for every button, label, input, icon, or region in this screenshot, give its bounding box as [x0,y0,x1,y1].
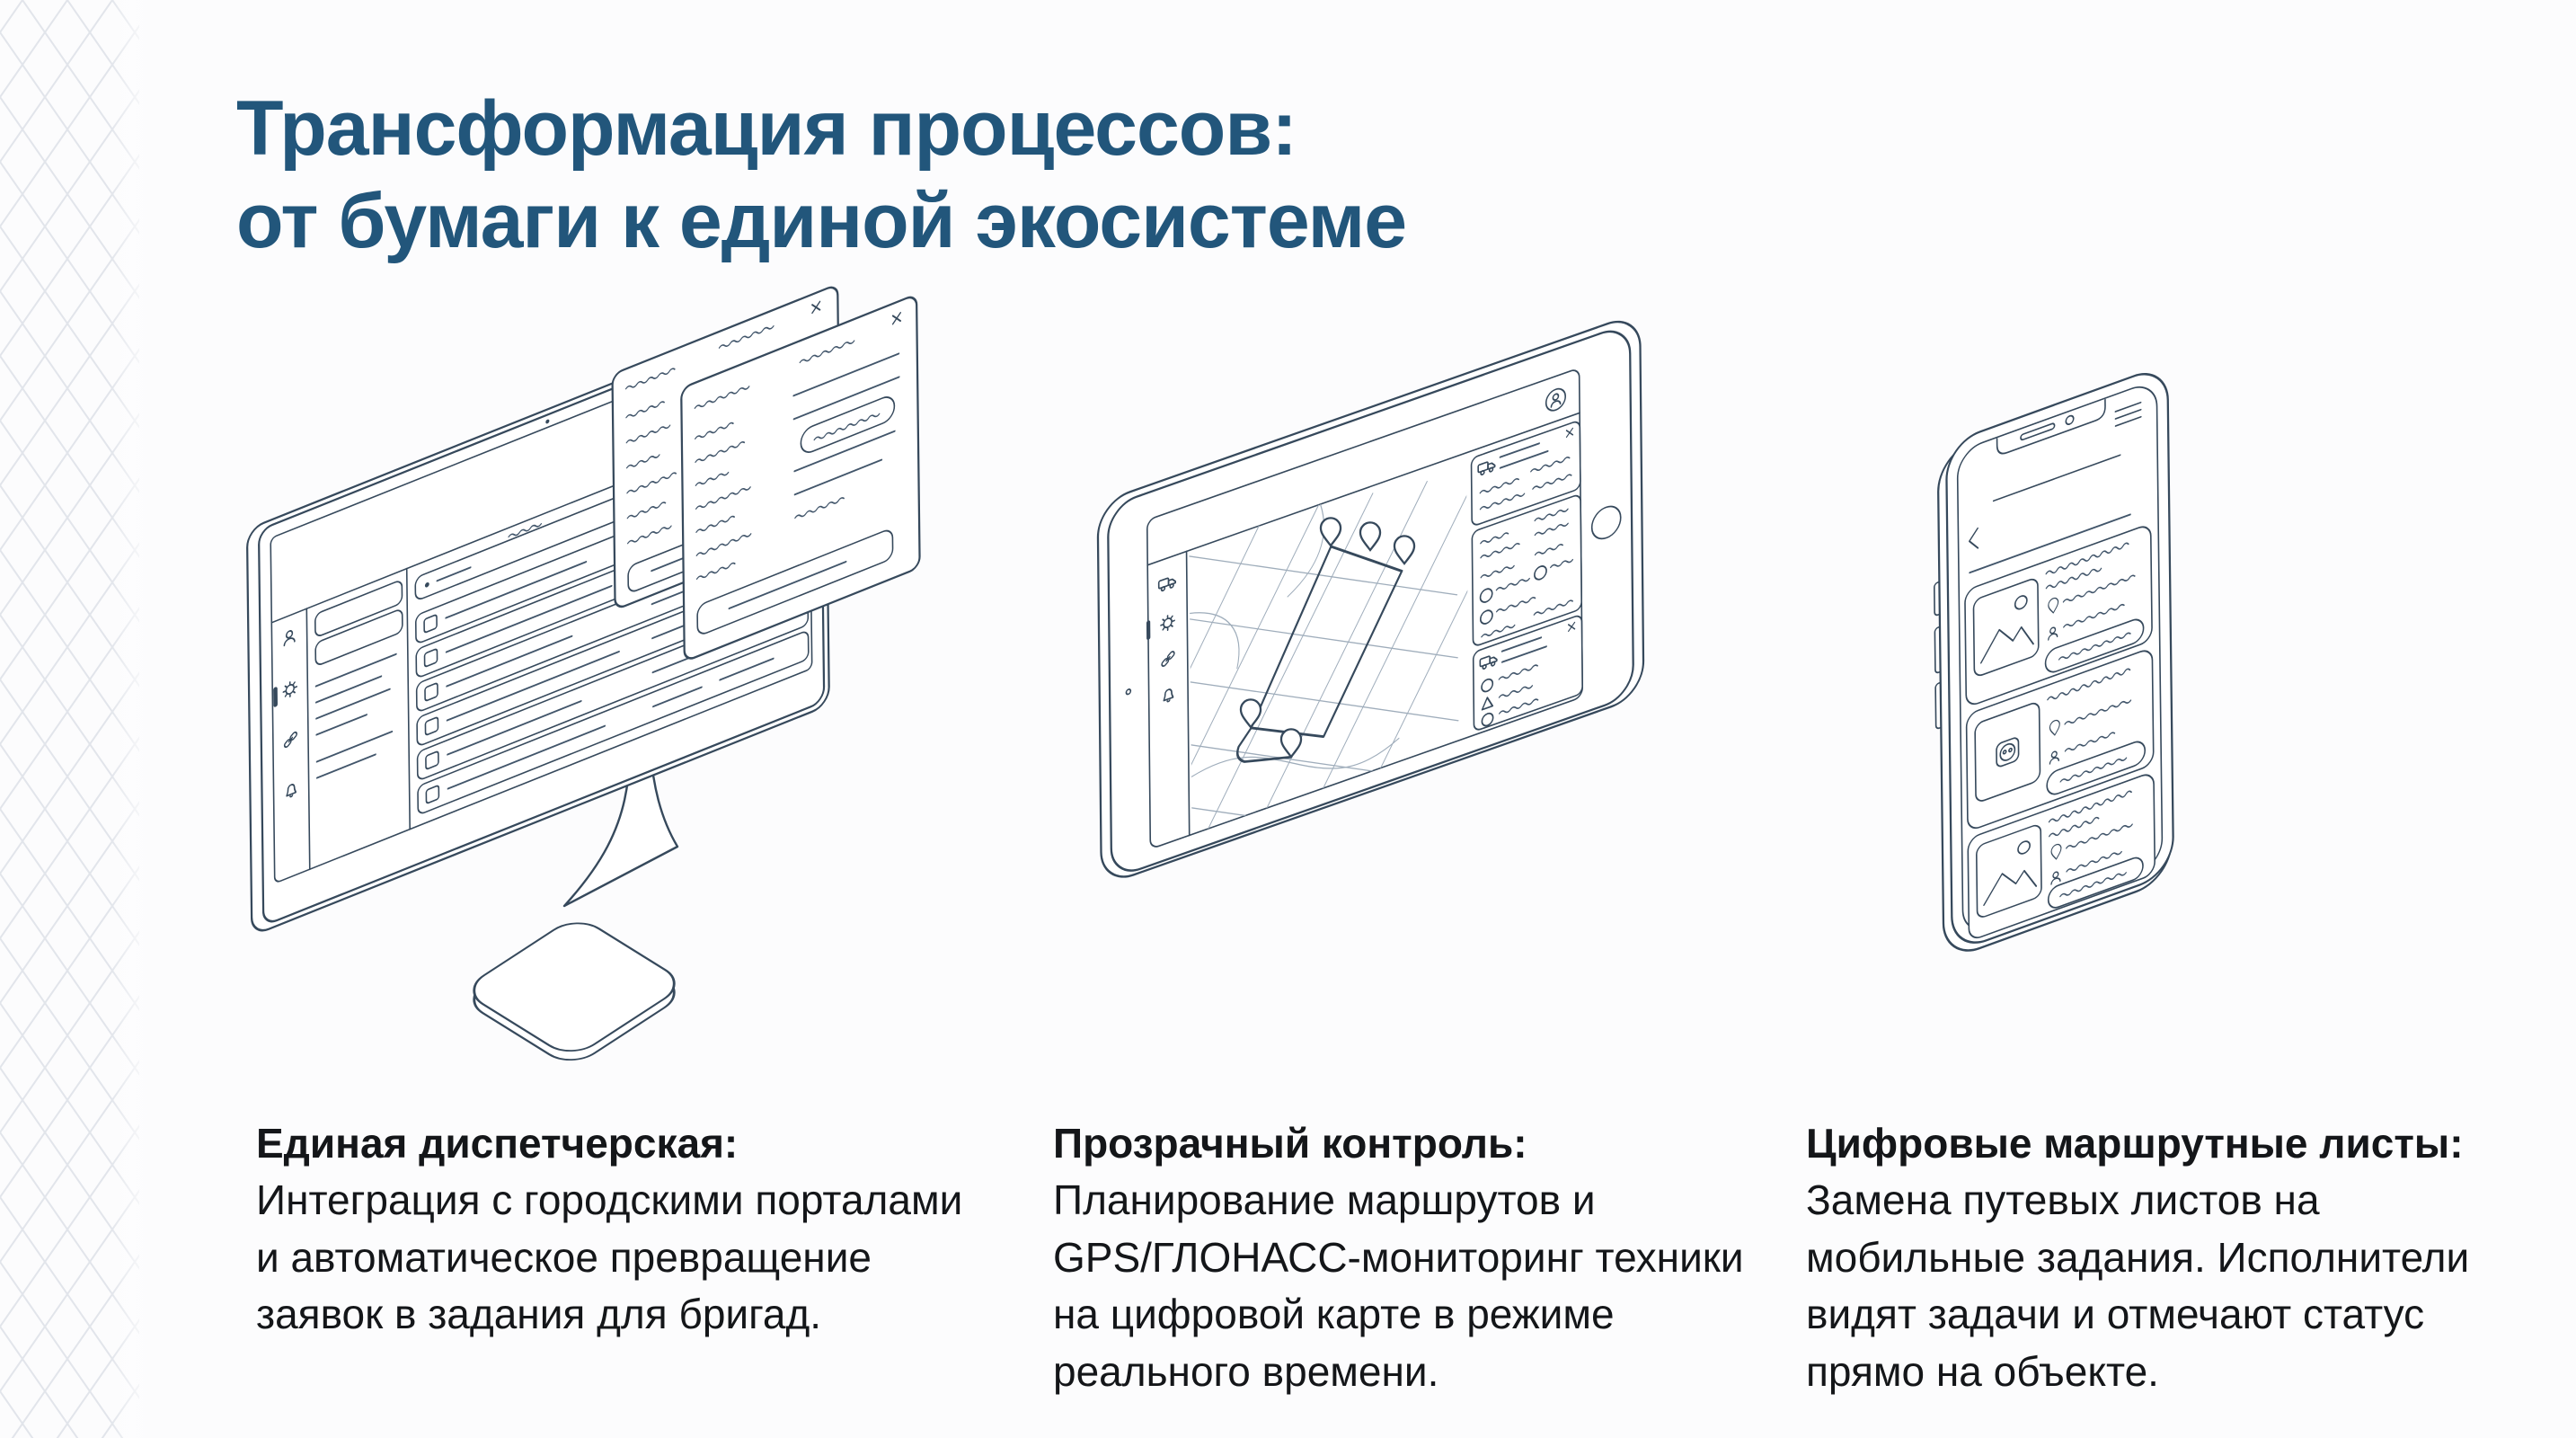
save-button [800,396,896,453]
telemetry-card [1471,494,1583,646]
feature-route-sheets: Цифровые маршрутные листы: Замена путевы… [1806,1115,2576,1400]
row-checkbox [424,682,438,702]
feature-heading: Прозрачный контроль: [1053,1120,1527,1167]
feature-body: Интеграция с городскими порталами и авто… [256,1176,963,1338]
feature-control: Прозрачный контроль: Планирование маршру… [1053,1115,1826,1400]
row-checkbox [425,785,440,804]
title-line-2: от бумаги к единой экосистеме [236,178,1407,265]
speaker-slot [2020,422,2056,441]
list-row [417,631,810,814]
modal-request-form [680,296,921,660]
page-title: Трансформация процессов: от бумаги к еди… [236,83,1407,268]
tablet-illustration [1096,320,1645,878]
task-card [1965,650,2155,830]
feature-body: Планирование маршрутов и GPS/ГЛОНАСС-мон… [1053,1176,1744,1395]
feature-dispatcher: Единая диспетчерская: Интеграция с город… [256,1115,1029,1344]
row-checkbox [425,750,439,770]
task-card [1964,526,2153,706]
vehicle-card [1472,615,1583,731]
phone-illustration [1934,373,2174,952]
camera-dot [2065,414,2075,426]
webcam-dot [545,419,550,424]
task-card [1967,774,2156,939]
back-chevron-icon [1969,527,1979,549]
camera-dot [1125,688,1132,696]
menu-icon [2114,401,2142,427]
active-nav-marker [273,687,278,707]
feature-body: Замена путевых листов на мобильные задан… [1806,1176,2470,1395]
row-checkbox [424,716,439,736]
monitor-stand [473,750,679,1061]
sidebar [314,567,411,830]
tablet-body [1096,320,1645,878]
feature-heading: Цифровые маршрутные листы: [1806,1120,2464,1167]
home-button [1590,505,1622,540]
nav-rail [1146,550,1191,837]
lattice-pattern [0,0,153,1438]
route [1236,545,1403,763]
title-line-1: Трансформация процессов: [236,85,1297,172]
vehicle-card [1470,421,1581,526]
feature-heading: Единая диспетчерская: [256,1120,739,1167]
row-checkbox [423,648,438,668]
nav-rail [273,608,311,871]
monitor-screen [246,286,921,932]
monitor-illustration [246,286,921,1061]
row-checkbox [423,614,438,634]
active-nav-marker [1146,620,1151,640]
phone-body [1934,373,2174,952]
